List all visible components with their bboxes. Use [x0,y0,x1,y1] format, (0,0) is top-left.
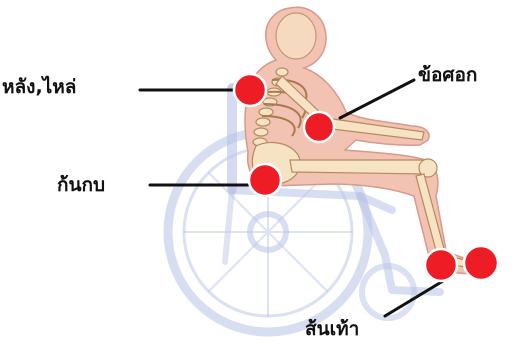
pressure-point-elbow [304,112,334,142]
leader-line-elbow [340,80,414,118]
pressure-point-buttocks [249,164,281,196]
pressure-point-heel-left [425,249,457,281]
label-back-shoulder: หลัง,ไหล่ [2,78,76,97]
pressure-point-heel-right [464,246,498,280]
label-buttocks: ก้นกบ [57,176,105,195]
femur [290,160,431,174]
skull [276,13,316,59]
label-heel: ส้นเท้า [305,320,359,339]
pressure-point-back [234,74,266,106]
label-elbow: ข้อศอก [418,66,477,85]
